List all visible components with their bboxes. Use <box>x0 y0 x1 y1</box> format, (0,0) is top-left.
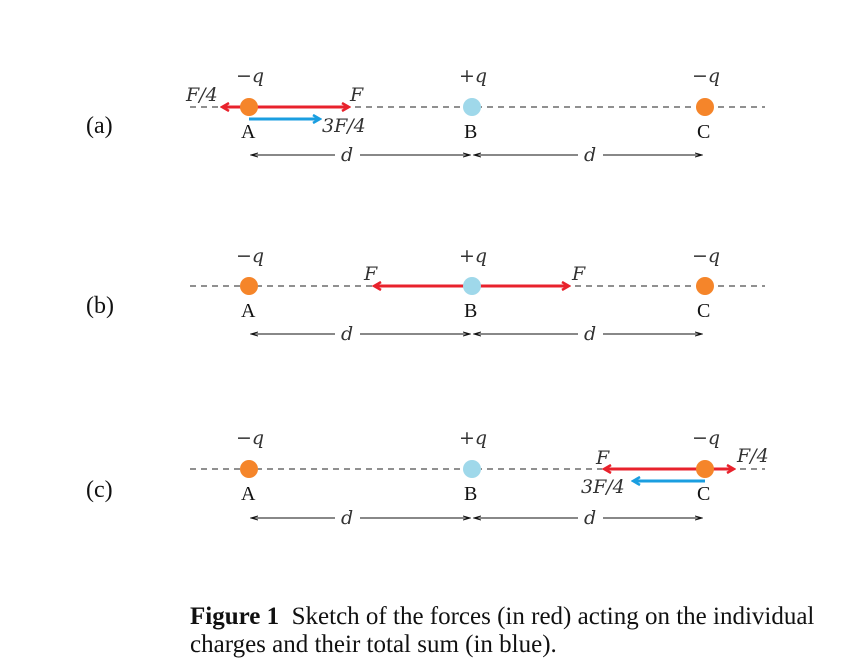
charge-a <box>240 277 258 295</box>
point-label-c: C <box>697 121 710 143</box>
charge-b <box>463 98 481 116</box>
distance-label: d <box>584 144 596 166</box>
force-label-right: F/4 <box>736 445 769 467</box>
charge-label-c: −q <box>692 65 720 87</box>
point-label-b: B <box>464 121 477 143</box>
force-label-left: F <box>595 447 610 469</box>
panel-c: (c) −q +q −q F F/4 3F/4 A B C d d <box>86 427 769 529</box>
force-label-left: F <box>363 263 378 285</box>
figure-caption: Figure 1 Sketch of the forces (in red) a… <box>190 603 864 659</box>
panel-label: (a) <box>86 113 113 139</box>
force-label-right: F <box>571 263 586 285</box>
point-label-a: A <box>241 483 256 505</box>
point-label-c: C <box>697 300 710 322</box>
point-label-a: A <box>241 121 256 143</box>
charge-label-a: −q <box>236 427 264 449</box>
charge-label-b: +q <box>459 65 487 87</box>
charge-b <box>463 277 481 295</box>
charge-c <box>696 460 714 478</box>
panel-b: (b) −q +q −q F F A B C d d <box>86 245 765 345</box>
distance-label: d <box>584 507 596 529</box>
charge-c <box>696 98 714 116</box>
point-label-b: B <box>464 300 477 322</box>
force-label-right: F <box>349 84 364 106</box>
distance-label: d <box>584 323 596 345</box>
charge-c <box>696 277 714 295</box>
point-label-c: C <box>697 483 710 505</box>
panel-label: (c) <box>86 477 113 503</box>
point-label-a: A <box>241 300 256 322</box>
caption-prefix: Figure 1 <box>190 603 280 630</box>
charge-label-c: −q <box>692 427 720 449</box>
point-label-b: B <box>464 483 477 505</box>
charge-label-c: −q <box>692 245 720 267</box>
force-label-left: F/4 <box>185 84 218 106</box>
charge-b <box>463 460 481 478</box>
distance-label: d <box>341 144 353 166</box>
panel-label: (b) <box>86 293 114 319</box>
charge-label-b: +q <box>459 245 487 267</box>
net-force-label: 3F/4 <box>322 115 366 137</box>
charge-a <box>240 98 258 116</box>
net-force-label: 3F/4 <box>581 476 625 498</box>
distance-label: d <box>341 323 353 345</box>
panel-a: (a) −q +q −q F/4 F 3F/4 A B C d d <box>86 65 765 166</box>
charge-label-a: −q <box>236 65 264 87</box>
caption-text: Sketch of the forces (in red) acting on … <box>190 603 815 658</box>
charge-label-b: +q <box>459 427 487 449</box>
charge-label-a: −q <box>236 245 264 267</box>
distance-label: d <box>341 507 353 529</box>
charge-a <box>240 460 258 478</box>
